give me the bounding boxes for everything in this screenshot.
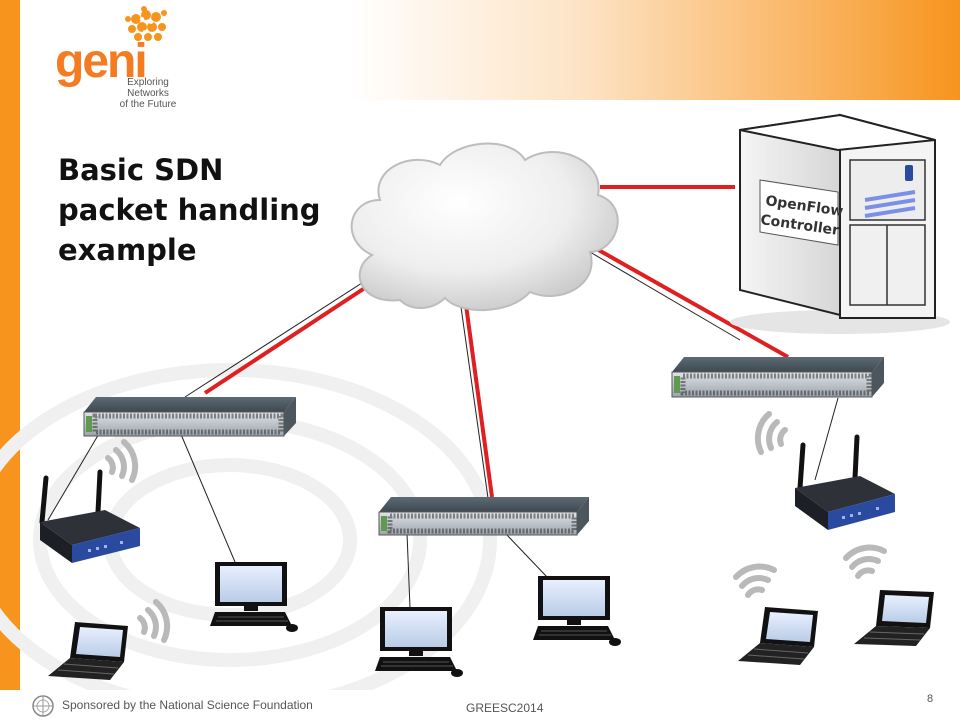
header-band: [20, 0, 960, 100]
logo-tagline: Exploring Networks of the Future: [108, 77, 188, 110]
desktop-monitor-icon: [210, 562, 298, 632]
network-switch-icon: [378, 497, 589, 536]
data-links: [47, 251, 839, 609]
desktop-monitor-icon: [375, 607, 463, 677]
logo-wordmark: geni: [55, 35, 148, 88]
footer-sponsor: Sponsored by the National Science Founda…: [62, 698, 313, 712]
wireless-router-icon: [39, 469, 140, 563]
logo-tagline-line1: Exploring Networks: [127, 77, 169, 99]
wifi-signal-icon: [843, 544, 887, 579]
network-switch-icon: [83, 397, 296, 437]
server-tower-icon: [730, 113, 950, 334]
wifi-signal-icon: [733, 563, 777, 598]
footer-event: GREESC2014: [466, 701, 544, 715]
network-diagram: OpenFlow Controller: [0, 113, 950, 690]
laptop-icon: [738, 607, 818, 665]
slide-title: Basic SDN packet handling example: [58, 150, 358, 270]
slide-title-line2: packet handling: [58, 193, 321, 227]
slide-title-line3: example: [58, 233, 197, 267]
cloud-icon: [350, 142, 619, 312]
laptop-icon: [854, 590, 934, 646]
wireless-router-icon: [795, 434, 895, 530]
logo-tagline-line2: of the Future: [119, 99, 177, 110]
desktop-monitor-icon: [533, 576, 621, 646]
logo-dots-icon: [125, 6, 167, 41]
footer: [0, 690, 960, 720]
wifi-signal-icon: [754, 411, 788, 455]
nsf-seal-icon: [32, 695, 54, 717]
geni-logo: geni Exploring Networks of the Future: [50, 5, 190, 110]
accent-bar: [0, 0, 20, 690]
page-number: 8: [927, 693, 934, 705]
control-links: [203, 185, 789, 498]
laptop-icon: [48, 622, 128, 680]
wifi-signal-icon: [105, 439, 139, 483]
slide-title-line1: Basic SDN: [58, 153, 224, 187]
network-switch-icon: [671, 357, 884, 398]
wifi-signal-icon: [137, 599, 171, 643]
